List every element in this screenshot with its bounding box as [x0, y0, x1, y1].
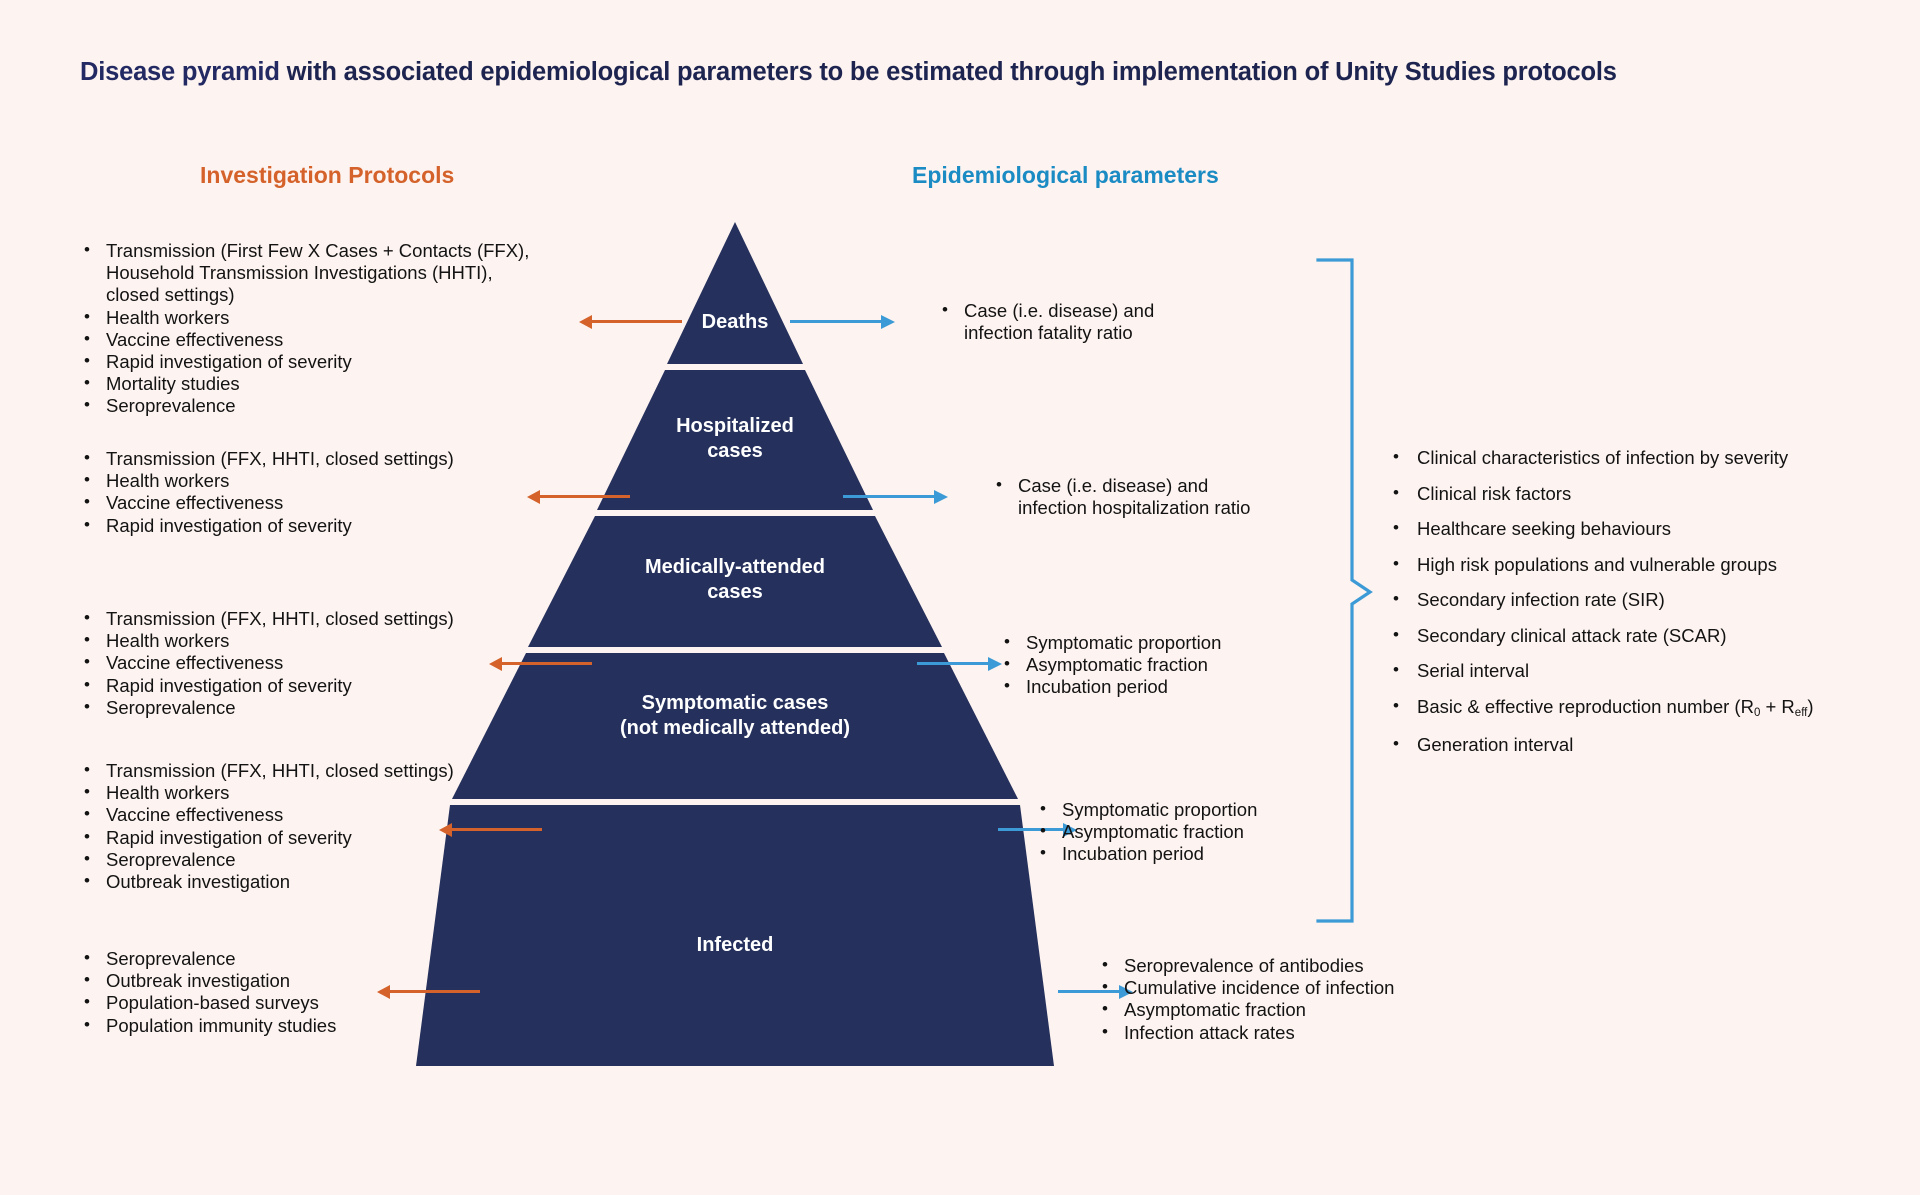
parameter-medically-attended-item: Symptomatic proportion [1000, 631, 1290, 654]
protocol-deaths-item: Seroprevalence [80, 394, 550, 417]
title-rest: with associated epidemiological paramete… [279, 58, 1617, 86]
brace-svg [1316, 258, 1373, 923]
pyramid-tier-infected[interactable] [416, 805, 1054, 1066]
page-title: Disease pyramid with associated epidemio… [80, 58, 1617, 87]
protocol-hospitalized-item: Health workers [80, 469, 550, 492]
cross-cutting-item: Clinical risk factors [1385, 482, 1885, 505]
protocol-medically-attended-item: Vaccine effectiveness [80, 651, 550, 674]
protocol-deaths-item: Transmission (First Few X Cases + Contac… [80, 239, 550, 307]
arrow-left-deaths [579, 314, 682, 329]
pyramid-svg [416, 222, 1054, 1066]
protocol-symptomatic-item: Vaccine effectiveness [80, 803, 550, 826]
cross-cutting-item: Basic & effective reproduction number (R… [1385, 695, 1885, 721]
cross-cutting-parameter-list: Clinical characteristics of infection by… [1385, 446, 1885, 770]
arrowhead-icon [934, 489, 948, 504]
title-bold-part: Disease pyramid [80, 58, 280, 86]
protocol-infected-item: Population immunity studies [80, 1014, 550, 1037]
protocol-medically-attended-item: Transmission (FFX, HHTI, closed settings… [80, 607, 550, 630]
cross-cutting-item: Serial interval [1385, 659, 1885, 682]
protocol-list-infected: SeroprevalenceOutbreak investigationPopu… [80, 947, 550, 1037]
column-heading-investigation-protocols: Investigation Protocols [200, 162, 455, 188]
parameter-medically-attended-item: Asymptomatic fraction [1000, 653, 1290, 676]
protocol-deaths-item: Rapid investigation of severity [80, 350, 550, 373]
protocol-medically-attended-item: Seroprevalence [80, 696, 550, 719]
parameter-hospitalized-item: Case (i.e. disease) and infection hospit… [992, 474, 1282, 519]
parameter-infected-item: Asymptomatic fraction [1098, 998, 1428, 1021]
protocol-list-hospitalized: Transmission (FFX, HHTI, closed settings… [80, 447, 550, 537]
protocol-list-deaths: Transmission (First Few X Cases + Contac… [80, 239, 550, 418]
cross-cutting-item: Secondary infection rate (SIR) [1385, 588, 1885, 611]
cross-cutting-item: Clinical characteristics of infection by… [1385, 446, 1885, 469]
parameter-list-hospitalized: Case (i.e. disease) and infection hospit… [992, 474, 1282, 519]
arrow-right-deaths [790, 314, 895, 329]
parameter-list-deaths: Case (i.e. disease) and infection fatali… [938, 299, 1188, 344]
arrowhead-icon [579, 314, 592, 329]
protocol-hospitalized-item: Rapid investigation of severity [80, 514, 550, 537]
protocol-symptomatic-item: Health workers [80, 781, 550, 804]
cross-cutting-item: Healthcare seeking behaviours [1385, 517, 1885, 540]
arrow-right-hospitalized [843, 489, 948, 504]
arrowhead-icon [881, 314, 895, 329]
protocol-symptomatic-item: Transmission (FFX, HHTI, closed settings… [80, 759, 550, 782]
parameter-infected-item: Cumulative incidence of infection [1098, 976, 1428, 999]
protocol-hospitalized-item: Vaccine effectiveness [80, 491, 550, 514]
arrowhead-icon [988, 656, 1002, 671]
protocol-infected-item: Seroprevalence [80, 947, 550, 970]
protocol-deaths-item: Mortality studies [80, 372, 550, 395]
parameter-medically-attended-item: Incubation period [1000, 675, 1290, 698]
protocol-list-symptomatic: Transmission (FFX, HHTI, closed settings… [80, 759, 550, 893]
protocol-symptomatic-item: Outbreak investigation [80, 870, 550, 893]
protocol-medically-attended-item: Health workers [80, 629, 550, 652]
parameter-list-medically-attended: Symptomatic proportionAsymptomatic fract… [1000, 631, 1290, 699]
pyramid-tier-medically-attended[interactable] [528, 516, 942, 647]
protocol-hospitalized-item: Transmission (FFX, HHTI, closed settings… [80, 447, 550, 470]
parameter-deaths-item: Case (i.e. disease) and infection fatali… [938, 299, 1188, 344]
parameter-symptomatic-item: Symptomatic proportion [1036, 798, 1326, 821]
arrow-left-hospitalized [527, 489, 630, 504]
parameter-symptomatic-item: Asymptomatic fraction [1036, 820, 1326, 843]
arrow-right-medically-attended [917, 656, 1002, 671]
protocol-symptomatic-item: Seroprevalence [80, 848, 550, 871]
parameter-list-symptomatic: Symptomatic proportionAsymptomatic fract… [1036, 798, 1326, 866]
column-heading-epidemiological-parameters: Epidemiological parameters [912, 162, 1219, 188]
parameter-infected-item: Seroprevalence of antibodies [1098, 954, 1428, 977]
pyramid-tier-hospitalized[interactable] [597, 370, 873, 510]
cross-cutting-brace [1316, 258, 1376, 928]
protocol-symptomatic-item: Rapid investigation of severity [80, 826, 550, 849]
pyramid-tier-deaths[interactable] [667, 222, 803, 364]
parameter-infected-item: Infection attack rates [1098, 1021, 1428, 1044]
parameter-list-infected: Seroprevalence of antibodiesCumulative i… [1098, 954, 1428, 1044]
cross-cutting-item: Secondary clinical attack rate (SCAR) [1385, 624, 1885, 647]
pyramid-tier-symptomatic[interactable] [452, 653, 1018, 799]
protocol-infected-item: Population-based surveys [80, 991, 550, 1014]
protocol-deaths-item: Health workers [80, 306, 550, 329]
protocol-deaths-item: Vaccine effectiveness [80, 328, 550, 351]
protocol-list-medically-attended: Transmission (FFX, HHTI, closed settings… [80, 607, 550, 719]
protocol-infected-item: Outbreak investigation [80, 969, 550, 992]
parameter-symptomatic-item: Incubation period [1036, 842, 1326, 865]
protocol-medically-attended-item: Rapid investigation of severity [80, 674, 550, 697]
cross-cutting-item: High risk populations and vulnerable gro… [1385, 553, 1885, 576]
cross-cutting-item: Generation interval [1385, 733, 1885, 756]
